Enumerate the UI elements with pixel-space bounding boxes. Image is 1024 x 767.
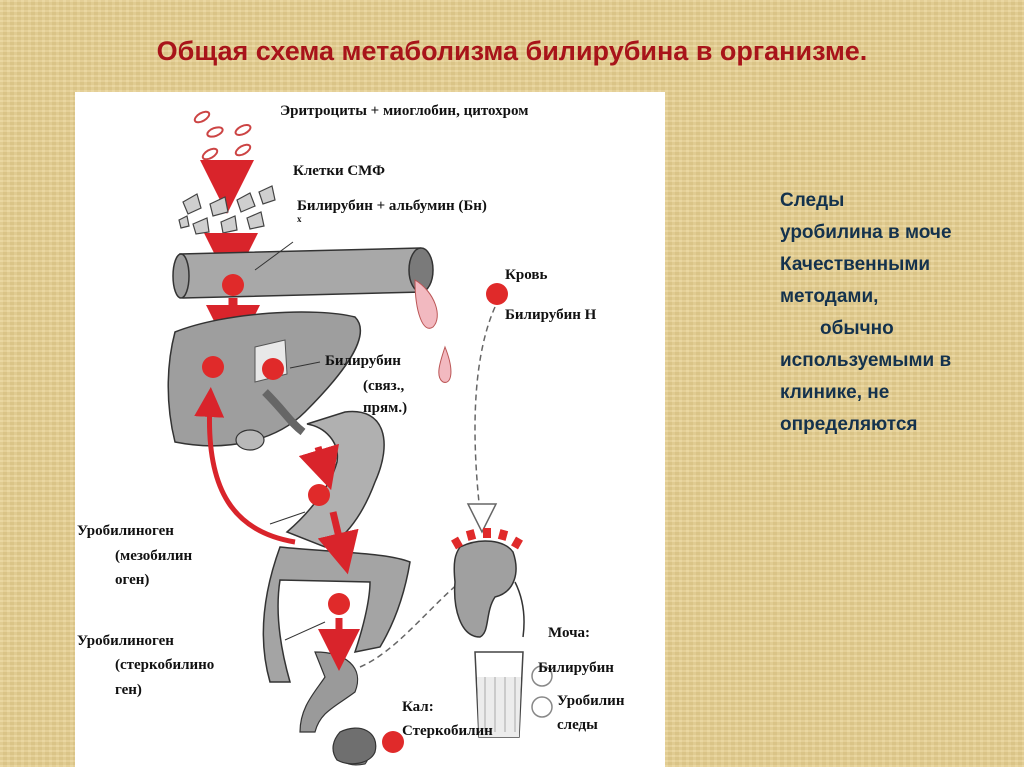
- arrow-liver-to-intestine: [298, 443, 339, 491]
- label-urine-urobilin-2: следы: [557, 717, 598, 733]
- page-title: Общая схема метаболизма билирубина в орг…: [156, 36, 868, 66]
- label-x-mark: x: [297, 214, 302, 224]
- pointer-bilirubin-bound: [289, 361, 321, 369]
- label-urine-bilirubin: Билирубин: [538, 660, 614, 676]
- bilirubin-diagram: [167, 110, 553, 766]
- red-dot-colon: [328, 593, 350, 615]
- empty-dot-urine-bilirubin: [531, 665, 553, 687]
- side-note-line: уробилина в моче: [780, 222, 952, 243]
- feces-illustration: [332, 727, 377, 765]
- label-urine: Моча:: [548, 625, 591, 641]
- label-smf-cells: Клетки СМФ: [293, 163, 386, 179]
- pointer-urobilinogen-sterco: [284, 621, 326, 641]
- label-urobilinogen-meso-2: (мезобилин: [115, 548, 193, 564]
- label-bilirubin-bound-3: прям.): [363, 400, 408, 416]
- label-erythrocytes: Эритроциты + миоглобин, цитохром: [280, 103, 529, 119]
- pointer-bilirubin-albumin: [254, 241, 294, 271]
- side-note-line: клинике, не: [780, 382, 890, 403]
- side-note-line: методами,: [780, 286, 879, 307]
- kidney-illustration: [451, 528, 525, 638]
- arrow-enterohepatic: [194, 387, 296, 545]
- side-note-line: определяются: [780, 414, 918, 435]
- label-urobilinogen-sterco-1: Уробилиноген: [77, 633, 174, 649]
- side-note-line: используемыми в: [780, 350, 952, 371]
- red-dot-liver-left: [202, 356, 224, 378]
- side-note-line: Качественными: [780, 254, 931, 275]
- label-urobilinogen-sterco-2: (стеркобилино: [115, 657, 215, 673]
- side-note-line: обычно: [820, 318, 894, 339]
- label-blood: Кровь: [505, 267, 548, 283]
- red-dot-duodenum: [308, 484, 330, 506]
- empty-dot-urine-urobilin: [531, 696, 553, 718]
- diagram-panel: Эритроциты + миоглобин, цитохром Клетки …: [75, 92, 665, 767]
- label-urobilinogen-meso-3: оген): [115, 572, 150, 588]
- red-dot-vessel: [222, 274, 244, 296]
- label-bilirubin-n: Билирубин Н: [505, 307, 597, 323]
- dashed-arrow-colon-to-kidney: [359, 581, 461, 668]
- red-dot-blood: [486, 283, 508, 305]
- erythrocytes-illustration: [193, 110, 252, 161]
- intestine-illustration: [262, 410, 411, 766]
- pointer-urobilinogen-meso: [269, 511, 306, 525]
- urine-glass-illustration: [474, 651, 524, 738]
- label-feces-1: Кал:: [402, 699, 434, 715]
- side-note-line: Следы: [780, 190, 845, 211]
- side-note: Следы уробилина в моче Качественными мет…: [780, 185, 1010, 441]
- red-dot-liver-right: [262, 358, 284, 380]
- blood-drop: [438, 345, 452, 383]
- dashed-arrow-blood-to-kidney: [474, 306, 496, 513]
- label-urine-urobilin-1: Уробилин: [557, 693, 625, 709]
- label-bilirubin-bound-1: Билирубин: [325, 353, 401, 369]
- red-dot-feces: [382, 731, 404, 753]
- label-urobilinogen-meso-1: Уробилиноген: [77, 523, 174, 539]
- arrow-duodenum-down: [317, 511, 359, 575]
- label-bilirubin-bound-2: (связ.,: [363, 378, 405, 394]
- label-urobilinogen-sterco-3: ген): [115, 682, 142, 698]
- label-feces-2: Стеркобилин: [402, 723, 493, 739]
- label-bilirubin-albumin: Билирубин + альбумин (Бн): [297, 198, 487, 214]
- smf-cells-illustration: [178, 185, 276, 235]
